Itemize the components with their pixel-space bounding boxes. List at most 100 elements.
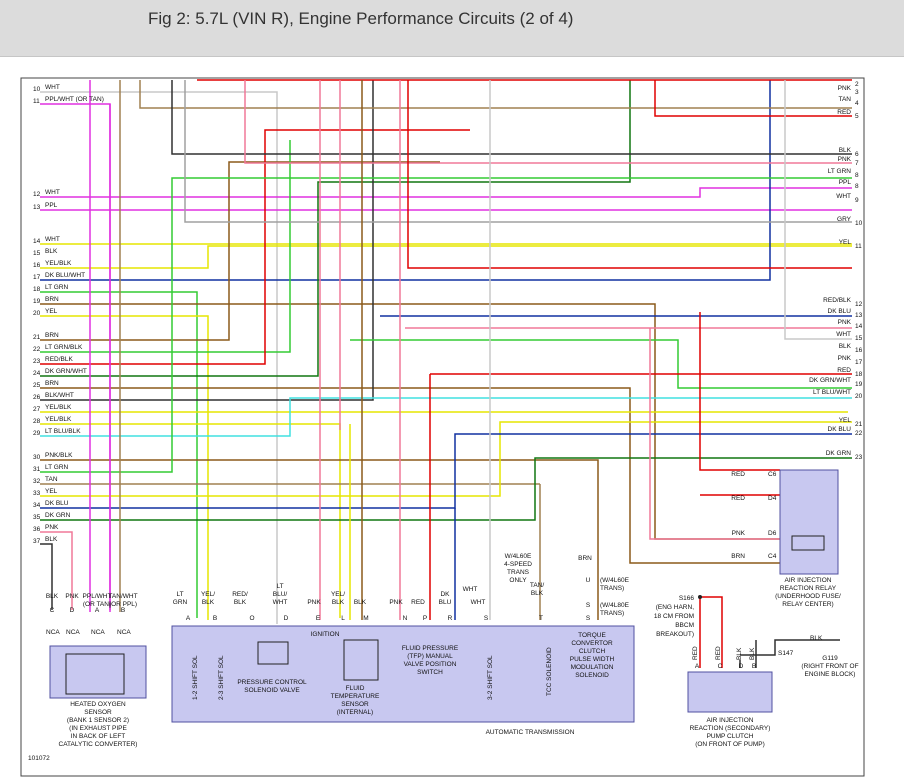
trans-wire-color: YEL/ (201, 591, 215, 598)
o2-wire-color: BLK (46, 593, 59, 600)
left-pin-label: YEL (45, 308, 58, 315)
wire-pnk-36 (40, 531, 73, 610)
trans-pin: R (448, 615, 453, 622)
wire-red-5 (654, 80, 852, 117)
trans-wire-color: DK (440, 591, 450, 598)
o2-nca: NCA (91, 629, 105, 636)
relay-wire-color: RED (731, 495, 745, 502)
left-pin-label: DK GRN (45, 512, 71, 519)
left-pin-number: 10 (33, 86, 41, 93)
trans-wire-color: GRN (173, 599, 188, 606)
left-pin-label: YEL/BLK (45, 416, 72, 423)
wire-yel-33 (40, 421, 852, 497)
wire-tan-4 (139, 80, 852, 109)
trans-note: TRANS (507, 569, 530, 576)
wire-blk-6 (171, 80, 852, 155)
left-pin-label: YEL/BLK (45, 260, 72, 267)
trans-box (171, 625, 635, 723)
trans-wire-color: BLK (202, 599, 215, 606)
pump-s147: S147 (778, 650, 794, 657)
pump-wire-color: RED (715, 646, 722, 660)
right-pin-label: DK BLU (828, 308, 852, 315)
trans-tfp: VALVE POSITION (404, 661, 457, 668)
pump-wire-color: BLK (736, 647, 743, 660)
trans-tcc-pwm: CONVERTOR (571, 640, 613, 647)
trans-pin: M (363, 615, 368, 622)
left-pin-number: 16 (33, 262, 41, 269)
trans-s: (W/4L80E (600, 602, 630, 609)
right-pin-label: YEL (839, 239, 852, 246)
right-pin-number: 21 (855, 421, 863, 428)
pump-label: PUMP CLUTCH (707, 733, 754, 740)
right-pin-label: LT GRN (828, 168, 852, 175)
wire-brn-21 (40, 161, 440, 341)
right-pin-number: 7 (855, 160, 859, 167)
o2-wire-color: (OR TAN) (83, 601, 111, 608)
left-pin-label: RED/BLK (45, 356, 73, 363)
relay-wire-color: BRN (731, 553, 745, 560)
wire-dkgrn-24 (40, 80, 631, 377)
right-pin-number: 20 (855, 393, 863, 400)
trans-sol-12: 1-2 SHIFT SOL (192, 655, 199, 700)
trans-tfp: SWITCH (417, 669, 443, 676)
title-bar: Fig 2: 5.7L (VIN R), Engine Performance … (0, 0, 904, 57)
right-pin-label: GRY (837, 216, 852, 223)
wire-ltgrn-18 (40, 291, 198, 618)
trans-wire-color: LT (276, 583, 283, 590)
left-pin-number: 24 (33, 370, 41, 377)
trans-pin: S (586, 615, 591, 622)
pc-sol-coil (257, 641, 289, 665)
trans-tcc-pwm: TORQUE (578, 632, 606, 639)
wire-yel-16 (40, 245, 852, 269)
right-pin-number: 17 (855, 359, 863, 366)
figure-title: Fig 2: 5.7L (VIN R), Engine Performance … (148, 9, 574, 28)
o2-wire-color: PNK (65, 593, 79, 600)
left-pin-label: LT GRN/BLK (45, 344, 83, 351)
right-pin-number: 3 (855, 89, 859, 96)
right-pin-number: 2 (855, 81, 859, 88)
o2-pin: C (50, 607, 55, 614)
left-pin-number: 19 (33, 298, 41, 305)
trans-u: (W/4L60E (600, 577, 630, 584)
trans-pc-sol: SOLENOID VALVE (244, 687, 300, 694)
left-pin-number: 28 (33, 418, 41, 425)
trans-note: ONLY (509, 577, 527, 584)
right-pin-label: PPL (839, 179, 852, 186)
wire-layer (40, 79, 852, 668)
splice-label: (ENG HARN, (656, 604, 694, 611)
left-pin-label: DK BLU (45, 500, 69, 507)
right-pin-number: 8 (855, 183, 859, 190)
pump-ground: (RIGHT FRONT OF (801, 663, 858, 670)
wire-blk-g119 (740, 639, 840, 656)
trans-tcc: TCC SOLENOID (546, 647, 553, 696)
trans-pin: N (403, 615, 408, 622)
left-pin-number: 33 (33, 490, 41, 497)
relay-pin: D4 (768, 495, 777, 502)
right-pin-number: 8 (855, 172, 859, 179)
pump-wire-color: RED (692, 646, 699, 660)
trans-pin: P (423, 615, 427, 622)
right-pin-label: PNK (838, 156, 852, 163)
left-pin-number: 37 (33, 538, 41, 545)
right-pin-number: 22 (855, 430, 863, 437)
trans-tcc-pwm: CLUTCH (579, 648, 606, 655)
component-layer (49, 469, 839, 723)
left-pin-number: 20 (33, 310, 41, 317)
wire-gry-10 (184, 80, 852, 223)
o2-wire-color: TAN/WHT (108, 593, 137, 600)
left-pin-number: 22 (33, 346, 41, 353)
splice-label: 18 CM FROM (654, 613, 694, 620)
trans-pin: A (186, 615, 191, 622)
pump-label: (ON FRONT OF PUMP) (695, 741, 765, 748)
trans-pc-sol: PRESSURE CONTROL (237, 679, 307, 686)
o2-pin: A (95, 607, 100, 614)
trans-wire-color: LT (176, 591, 183, 598)
relay-label: REACTION RELAY (780, 585, 837, 592)
trans-tcc-pwm: MODULATION (571, 664, 614, 671)
pump-box (687, 671, 773, 713)
diagram-frame (20, 77, 865, 777)
relay-label: AIR INJECTION (785, 577, 832, 584)
trans-pin: L (341, 615, 345, 622)
wire-yel-20 (40, 315, 209, 620)
